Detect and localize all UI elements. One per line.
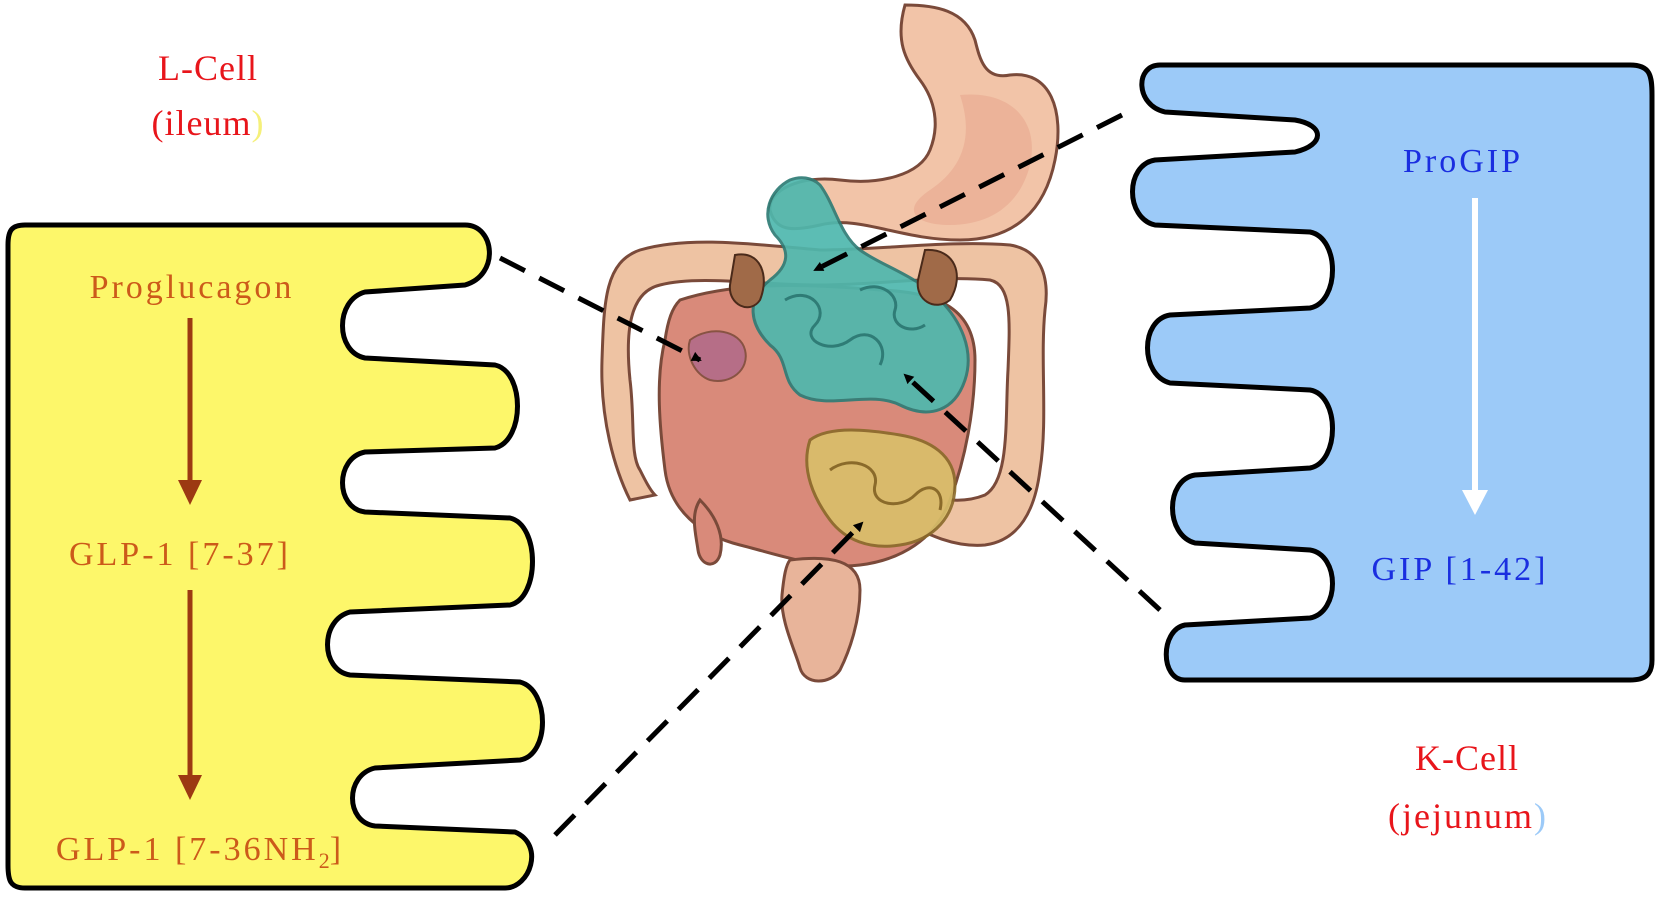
right-kidney (918, 250, 957, 305)
k-cell-location: (jejunum) (1388, 796, 1548, 836)
l-cell-title: L-Cell (158, 48, 258, 88)
k-cell-title: K-Cell (1415, 738, 1519, 778)
k-cell-location-paren: ) (1534, 796, 1548, 836)
k-cell-location-text: (jejunum (1388, 796, 1534, 836)
l-cell-final-close: ] (330, 831, 344, 868)
l-cell-location-text: (ileum (152, 103, 252, 143)
l-cell-step-glp1-7-37: GLP-1 [7-37] (69, 536, 291, 573)
l-cell-step-proglucagon: Proglucagon (90, 269, 295, 306)
l-cell-location: (ileum) (152, 103, 265, 143)
l-cell-final-main: GLP-1 [7-36NH (56, 831, 319, 868)
l-cell-location-paren: ) (251, 103, 264, 143)
l-cell-step-glp1-7-36nh2: GLP-1 [7-36NH2] (56, 831, 344, 873)
rectum (782, 558, 860, 681)
l-cell-final-sub: 2 (319, 848, 330, 873)
k-cell-step-gip-1-42: GIP [1-42] (1372, 551, 1549, 588)
k-cell-step-progip: ProGIP (1403, 143, 1523, 180)
left-kidney (730, 254, 764, 307)
